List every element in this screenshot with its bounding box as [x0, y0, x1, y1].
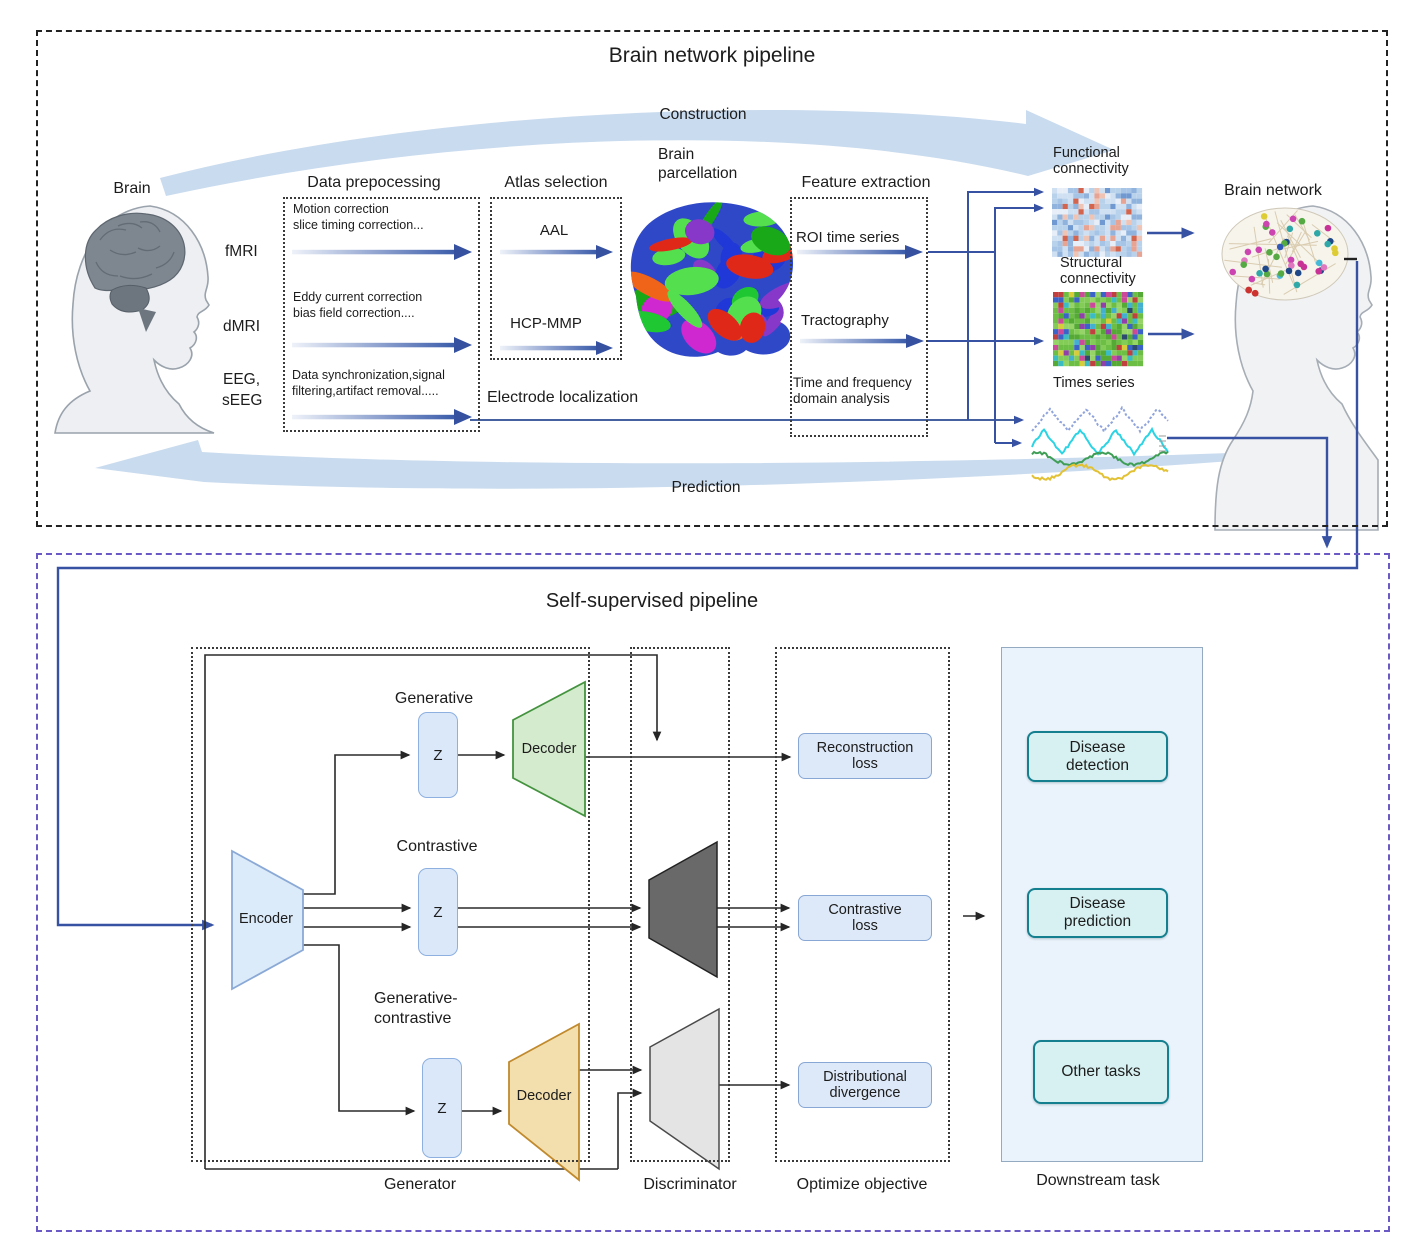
preprocess-fmri-line1: Motion correction — [293, 202, 389, 216]
disease-prediction-box: Disease prediction — [1027, 888, 1168, 938]
discriminator-section-label: Discriminator — [643, 1176, 737, 1193]
modality-seeg-label: sEEG — [222, 392, 263, 409]
reconstruction-loss-box: Reconstruction loss — [798, 733, 932, 779]
brain-label: Brain — [113, 180, 151, 197]
modality-eeg-label: EEG, — [223, 371, 261, 388]
atlas-hcpmmp-label: HCP-MMP — [510, 315, 582, 332]
modality-dmri-label: dMRI — [223, 318, 261, 335]
atlas-box — [490, 197, 622, 360]
latent-z-contrastive: Z — [418, 868, 458, 956]
preprocess-eeg-line2: filtering,artifact removal..... — [292, 384, 439, 398]
disease-detection-box: Disease detection — [1027, 731, 1168, 782]
loss-line: divergence — [829, 1085, 901, 1101]
generator-section-label: Generator — [383, 1176, 457, 1193]
preprocess-eeg-line1: Data synchronization,signal — [292, 368, 445, 382]
preprocessing-title: Data prepocessing — [307, 174, 441, 191]
latent-z-label: Z — [433, 903, 443, 921]
encoder-label: Encoder — [238, 911, 294, 927]
feature-extraction-title: Feature extraction — [801, 174, 931, 191]
electrode-localization-label: Electrode localization — [487, 389, 639, 406]
loss-line: Contrastive — [828, 902, 902, 918]
contrastive-branch-label: Contrastive — [396, 838, 478, 855]
other-tasks-box: Other tasks — [1033, 1040, 1169, 1104]
distributional-divergence-box: Distributional divergence — [798, 1062, 932, 1108]
generative-branch-label: Generative — [394, 690, 474, 707]
discriminator-box — [630, 647, 730, 1162]
loss-line: loss — [852, 756, 878, 772]
task-line: Disease — [1069, 895, 1126, 912]
brain-network-label: Brain network — [1224, 182, 1322, 199]
preprocess-dmri-line2: bias field correction.... — [293, 306, 415, 320]
task-line: Other tasks — [1061, 1063, 1141, 1080]
contrastive-loss-box: Contrastive loss — [798, 895, 932, 941]
gc-branch-label-line1: Generative- — [374, 990, 458, 1007]
generative-decoder-label: Decoder — [521, 741, 577, 757]
loss-line: Reconstruction — [816, 740, 914, 756]
top-panel-title: Brain network pipeline — [608, 44, 816, 67]
preprocess-fmri-line2: slice timing correction... — [293, 218, 424, 232]
brain-network-pipeline-panel — [36, 30, 1388, 527]
self-supervised-pipeline-panel — [36, 553, 1390, 1232]
timefreq-line2: domain analysis — [793, 391, 890, 406]
times-series-label: Times series — [1053, 375, 1135, 391]
gc-branch-label-line2: contrastive — [374, 1010, 452, 1027]
feature-extraction-box — [790, 197, 928, 437]
latent-z-label: Z — [437, 1099, 447, 1117]
structural-conn-label-line1: Structural — [1060, 255, 1123, 271]
bottom-panel-title: Self-supervised pipeline — [545, 590, 759, 612]
latent-z-gc: Z — [422, 1058, 462, 1158]
task-line: detection — [1066, 756, 1129, 774]
prediction-label: Prediction — [671, 479, 741, 496]
construction-label: Construction — [659, 106, 747, 123]
latent-z-label: Z — [433, 746, 443, 764]
task-line: Disease — [1069, 738, 1126, 756]
loss-line: loss — [852, 918, 878, 934]
generator-box — [191, 647, 590, 1162]
task-line: prediction — [1063, 913, 1132, 930]
optimize-objective-box — [775, 647, 950, 1162]
gc-decoder-label: Decoder — [516, 1088, 572, 1104]
roi-time-series-label: ROI time series — [796, 229, 900, 246]
loss-line: Distributional — [823, 1069, 907, 1085]
optimize-section-label: Optimize objective — [796, 1176, 928, 1193]
latent-z-generative: Z — [418, 712, 458, 798]
functional-conn-label-line1: Functional — [1053, 145, 1120, 161]
atlas-aal-label: AAL — [539, 222, 569, 239]
downstream-section-label: Downstream task — [1036, 1172, 1160, 1189]
parcellation-label-line1: Brain — [658, 146, 695, 163]
preprocessing-box — [283, 197, 480, 432]
tractography-label: Tractography — [801, 312, 889, 329]
functional-conn-label-line2: connectivity — [1053, 161, 1129, 177]
structural-conn-label-line2: connectivity — [1060, 271, 1136, 287]
timefreq-line1: Time and frequency — [793, 375, 912, 390]
parcellation-label-line2: parcellation — [658, 165, 738, 182]
modality-fmri-label: fMRI — [225, 243, 258, 260]
preprocess-dmri-line1: Eddy current correction — [293, 290, 423, 304]
atlas-title: Atlas selection — [504, 174, 608, 191]
